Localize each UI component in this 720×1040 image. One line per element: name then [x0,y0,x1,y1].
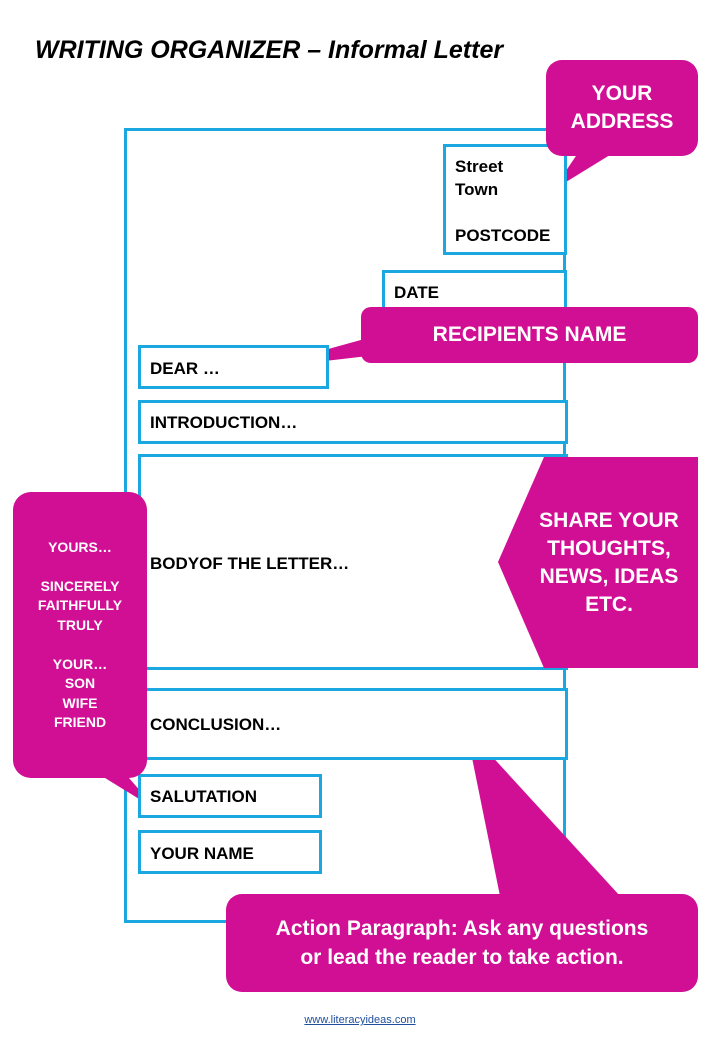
introduction-label: INTRODUCTION… [150,413,298,432]
share-line-1: SHARE YOUR [539,508,679,532]
conclusion-box: CONCLUSION… [138,688,568,760]
dear-label: DEAR … [150,359,220,378]
closing-faithfully: FAITHFULLY [37,597,123,613]
your-name-box: YOUR NAME [138,830,322,874]
body-label: BODYOF THE LETTER… [150,554,350,573]
closing-friend: FRIEND [53,714,107,730]
action-paragraph-callout: Action Paragraph: Ask any questions or l… [226,894,698,992]
address-box: Street Town POSTCODE [443,144,567,255]
your-name-label: YOUR NAME [150,844,254,863]
closing-son: SON [64,675,96,691]
body-box: BODYOF THE LETTER… [138,454,568,670]
footer-link[interactable]: www.literacyideas.com [304,1014,416,1026]
salutation-box: SALUTATION [138,774,322,818]
introduction-box: INTRODUCTION… [138,400,568,444]
closing-truly: TRULY [57,616,103,633]
page-title: WRITING ORGANIZER – Informal Letter [35,36,504,64]
salutation-label: SALUTATION [150,787,258,806]
action-line-2: or lead the reader to take action. [300,946,624,969]
closing-wife: WIFE [62,694,98,711]
date-label: DATE [394,283,440,302]
address-callout-tail [553,150,618,190]
address-postcode: POSTCODE [455,226,551,245]
address-street: Street [455,157,504,176]
share-line-2: THOUGHTS, [547,536,671,560]
your-address-line-2: ADDRESS [570,110,674,133]
closing-your: YOUR… [52,655,108,672]
closing-sincerely: SINCERELY [40,577,120,594]
closing-callout: YOURS… SINCERELY FAITHFULLY TRULY YOUR… … [13,492,147,778]
recipients-name-callout: RECIPIENTS NAME [361,307,698,363]
closing-yours: YOURS… [48,538,112,555]
address-town: Town [455,180,499,199]
share-line-3: NEWS, IDEAS [539,564,679,588]
share-callout: SHARE YOUR THOUGHTS, NEWS, IDEAS ETC. [520,457,698,668]
action-callout-tail [466,728,620,896]
action-line-1: Action Paragraph: Ask any questions [275,917,649,940]
your-address-line-1: YOUR [591,82,653,105]
recipients-name-text: RECIPIENTS NAME [432,323,627,346]
conclusion-label: CONCLUSION… [150,715,282,734]
your-address-callout: YOUR ADDRESS [546,60,698,156]
dear-box: DEAR … [138,345,329,389]
share-line-4: ETC. [585,592,633,616]
